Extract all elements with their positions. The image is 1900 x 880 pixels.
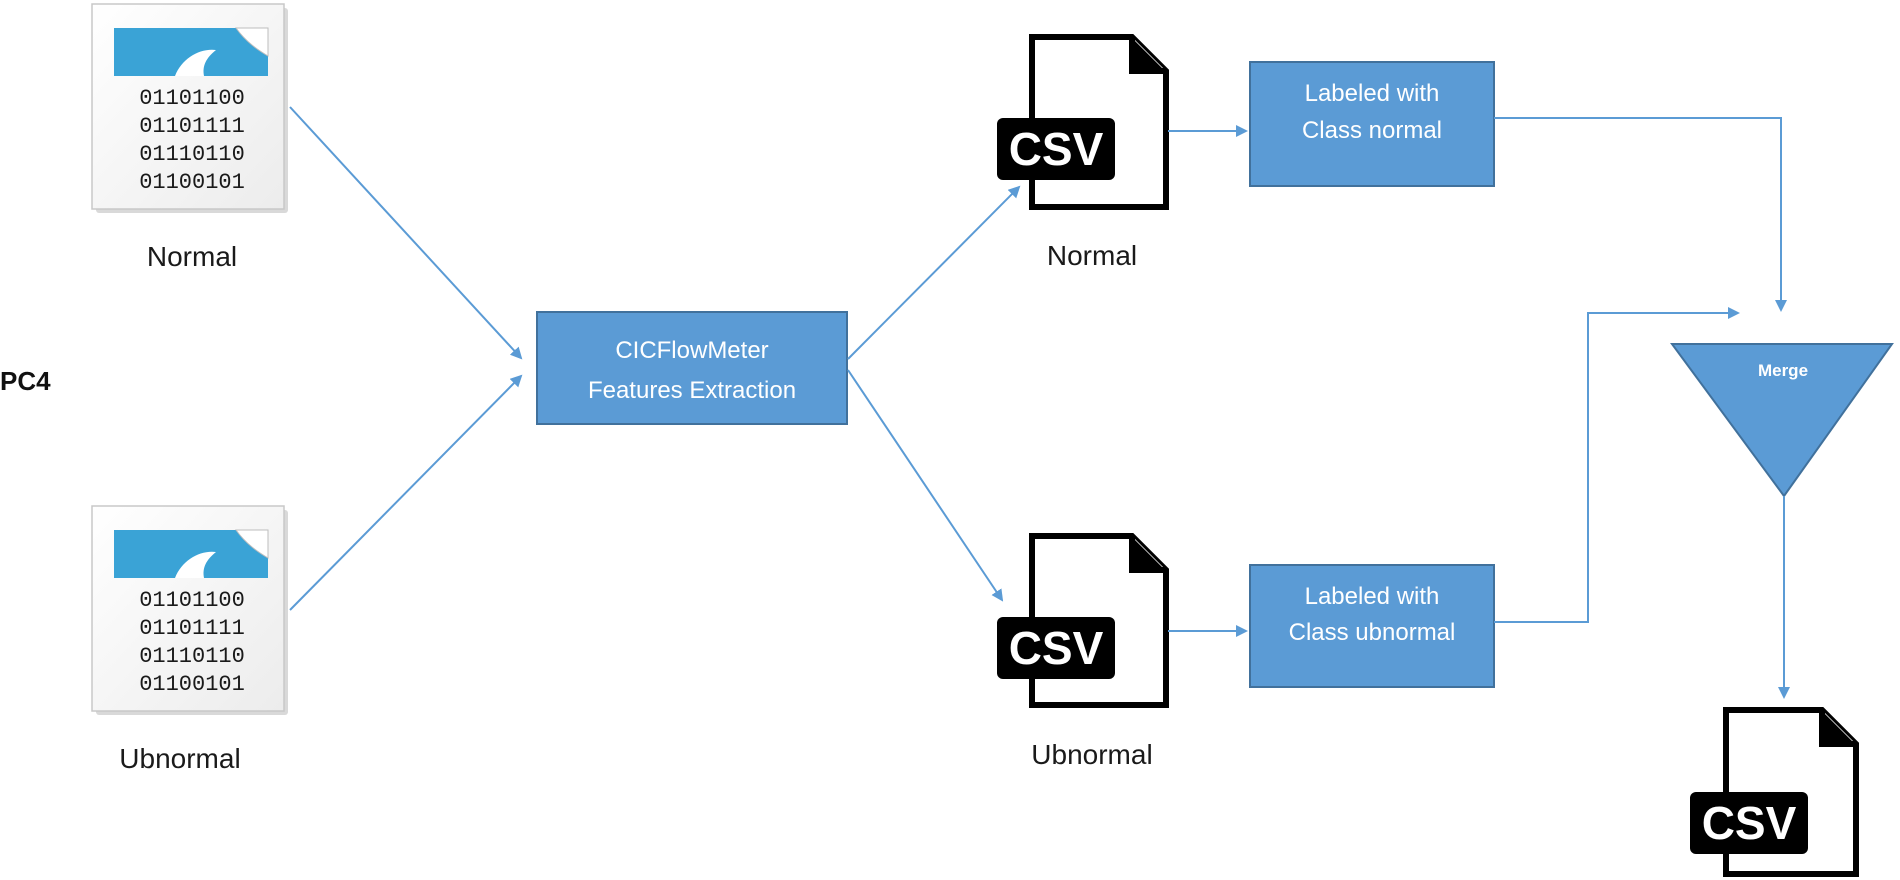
binary-line: 01110110 <box>139 142 245 167</box>
file-banner-icon <box>114 28 268 76</box>
binary-line: 01101100 <box>139 86 245 111</box>
csv-file-icon-abnormal: CSV <box>997 533 1169 708</box>
merge-label: Merge <box>1758 361 1808 380</box>
arrow-abnormal-to-extractor <box>289 374 523 611</box>
arrow-extractor-to-csv-abnormal <box>847 369 1004 602</box>
arrow-extractor-to-csv-normal <box>847 185 1021 360</box>
extractor-line2: Features Extraction <box>588 377 796 404</box>
label-normal-box: Labeled with Class normal <box>1249 61 1495 187</box>
binary-line: 01100101 <box>139 672 245 697</box>
binary-line: 01101111 <box>139 616 245 641</box>
label-abnormal-line1: Labeled with <box>1305 583 1440 610</box>
merge-triangle: Merge <box>1670 343 1894 498</box>
label-normal-line2: Class normal <box>1302 117 1442 144</box>
csv-abnormal-caption: Ubnormal <box>1031 739 1152 770</box>
label-abnormal-line2: Class ubnormal <box>1289 619 1456 646</box>
label-abnormal-box: Labeled with Class ubnormal <box>1249 564 1495 688</box>
feature-extraction-box: CICFlowMeter Features Extraction <box>536 311 848 425</box>
csv-label: CSV <box>1009 622 1104 674</box>
side-label: PC4 <box>0 366 51 396</box>
binary-file-icon-normal: 01101100 01101111 01110110 01100101 <box>91 3 288 213</box>
csv-file-icon-merged: CSV <box>1690 707 1859 877</box>
csv-file-icon-normal: CSV <box>997 34 1169 210</box>
arrow-label-normal-to-merge <box>1494 117 1787 312</box>
flow-arrows <box>289 106 1790 699</box>
binary-line: 01100101 <box>139 170 245 195</box>
csv-label: CSV <box>1702 797 1797 849</box>
arrow-label-abnormal-to-merge <box>1494 307 1740 623</box>
binary-file-icon-abnormal: 01101100 01101111 01110110 01100101 <box>91 505 288 715</box>
input-normal-caption: Normal <box>147 241 237 272</box>
binary-line: 01101111 <box>139 114 245 139</box>
label-normal-line1: Labeled with <box>1305 80 1440 107</box>
csv-label: CSV <box>1009 123 1104 175</box>
binary-line: 01101100 <box>139 588 245 613</box>
input-abnormal-caption: Ubnormal <box>119 743 240 774</box>
binary-line: 01110110 <box>139 644 245 669</box>
arrow-normal-to-extractor <box>289 106 523 360</box>
extractor-line1: CICFlowMeter <box>615 337 768 364</box>
csv-normal-caption: Normal <box>1047 240 1137 271</box>
file-banner-icon <box>114 530 268 578</box>
